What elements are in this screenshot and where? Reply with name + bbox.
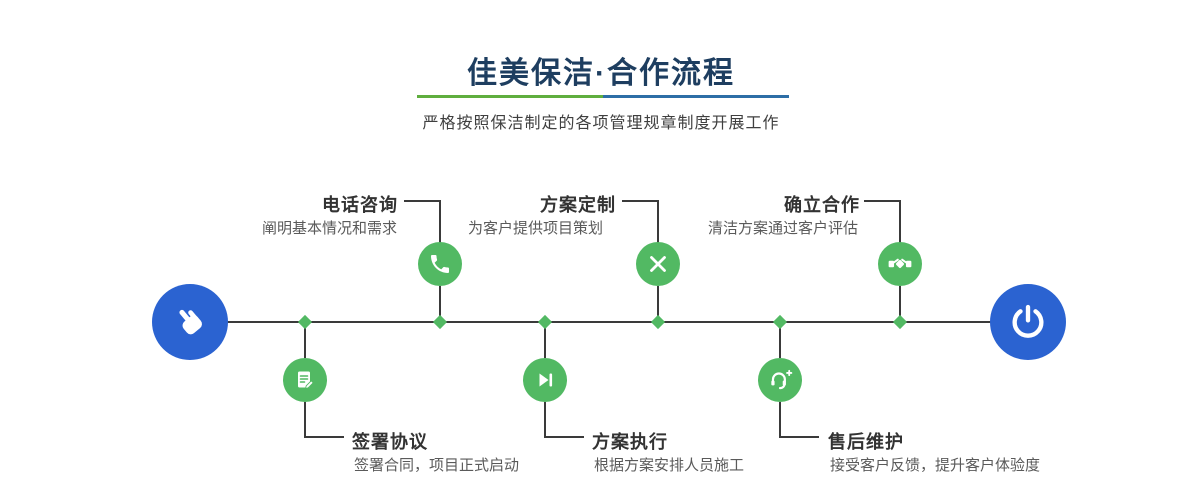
step-node-phone	[418, 242, 462, 286]
connector	[304, 402, 306, 437]
step-desc-phone: 阐明基本情况和需求	[262, 220, 398, 237]
step-node-design	[636, 242, 680, 286]
play-execute-icon	[539, 373, 553, 387]
step-title-phone: 电话咨询	[322, 195, 398, 215]
connector	[304, 322, 306, 358]
timeline-start-node	[152, 284, 228, 360]
connector	[439, 200, 441, 243]
headset-service-icon	[771, 369, 793, 390]
connector	[544, 402, 546, 437]
divider-blue-segment	[603, 95, 789, 98]
step-node-handshake	[878, 242, 922, 286]
step-desc-handshake: 清洁方案通过客户评估	[708, 220, 859, 237]
step-desc-service: 接受客户反馈，提升客户体验度	[830, 457, 1041, 474]
connector	[544, 436, 584, 438]
title-divider	[417, 95, 789, 98]
connector	[622, 200, 658, 202]
step-node-service	[758, 358, 802, 402]
step-desc-execute: 根据方案安排人员施工	[594, 457, 745, 474]
timeline-line	[190, 321, 1028, 323]
step-node-sign	[283, 358, 327, 402]
connector	[657, 286, 659, 322]
connector	[657, 200, 659, 243]
connector	[899, 200, 901, 243]
step-title-service: 售后维护	[828, 432, 904, 452]
timeline-node-diamond	[772, 314, 788, 330]
connector	[899, 286, 901, 322]
connector	[779, 322, 781, 358]
step-node-execute	[523, 358, 567, 402]
connector	[544, 322, 546, 358]
handshake-icon	[888, 258, 912, 269]
hand-pointer-icon	[179, 309, 202, 335]
connector	[864, 200, 900, 202]
step-title-sign: 签署协议	[352, 432, 428, 452]
connector	[304, 436, 344, 438]
page-subtitle: 严格按照保洁制定的各项管理规章制度开展工作	[422, 115, 780, 132]
phone-icon	[431, 255, 449, 273]
step-desc-sign: 签署合同，项目正式启动	[354, 457, 520, 474]
step-title-design: 方案定制	[540, 195, 616, 215]
connector	[439, 286, 441, 322]
step-title-handshake: 确立合作	[784, 195, 860, 215]
timeline-node-diamond	[432, 314, 448, 330]
connector	[779, 436, 819, 438]
divider-green-segment	[417, 95, 603, 98]
timeline-node-diamond	[892, 314, 908, 330]
step-title-execute: 方案执行	[592, 432, 668, 452]
timeline-end-node	[990, 284, 1066, 360]
connector	[404, 200, 440, 202]
page-title: 佳美保洁·合作流程	[467, 57, 735, 90]
step-desc-design: 为客户提供项目策划	[468, 220, 604, 237]
timeline-node-diamond	[537, 314, 553, 330]
connector	[779, 402, 781, 437]
pen-design-icon	[650, 256, 666, 272]
sign-document-icon	[298, 371, 314, 390]
timeline-node-diamond	[650, 314, 666, 330]
power-icon	[1012, 304, 1044, 338]
timeline-node-diamond	[297, 314, 313, 330]
